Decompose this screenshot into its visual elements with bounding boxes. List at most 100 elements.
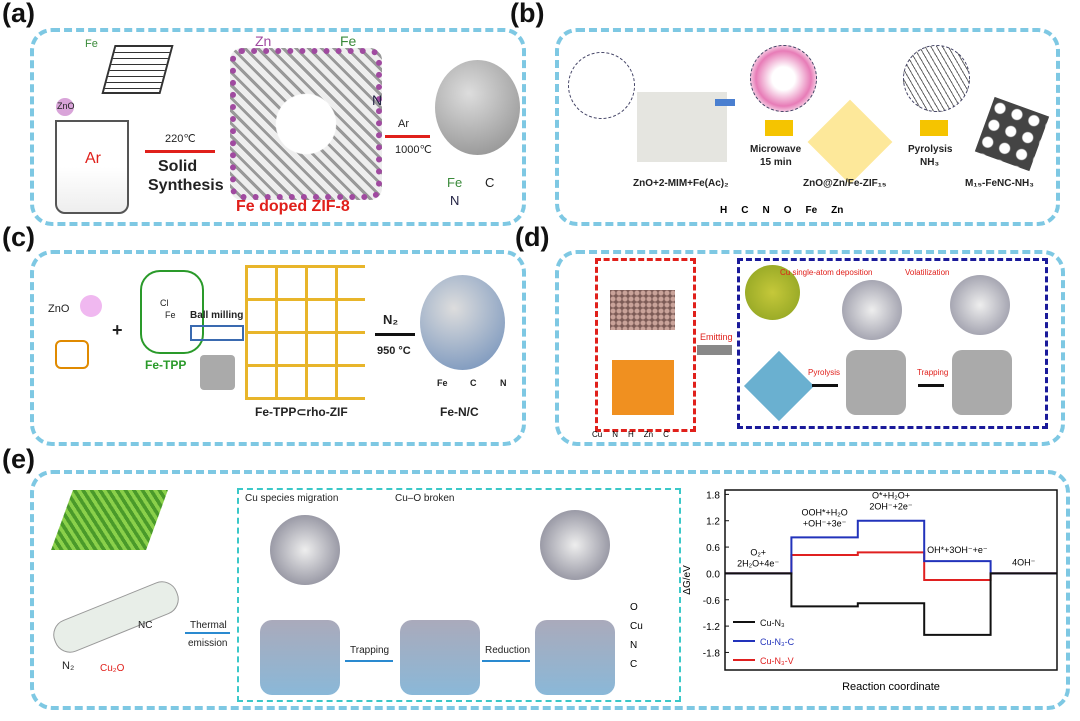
legend-fe: Fe	[447, 175, 463, 190]
legend-c: C	[485, 175, 495, 190]
legend-c: C	[741, 205, 749, 216]
ar-text: Ar	[85, 150, 101, 167]
pyrolysis-label: Pyrolysis	[808, 368, 841, 377]
panel-c-label: (c)	[2, 222, 35, 252]
legend-c: C	[630, 659, 638, 670]
fe-tpp-rho-zif-label: Fe-TPP⊂rho-ZIF	[255, 405, 348, 419]
legend-cu: Cu	[630, 621, 643, 632]
temperature-950: 950 °C	[377, 345, 411, 357]
step-label: +OH⁻+3e⁻	[803, 518, 847, 528]
y-tick-label: 1.8	[706, 490, 720, 501]
rho-zif-framework-image	[245, 265, 365, 400]
gray-arrow-icon	[697, 345, 732, 355]
y-axis-label: ΔG/eV	[682, 565, 693, 595]
legend-h: H	[720, 205, 728, 216]
hollow-arrow-icon	[190, 325, 244, 341]
fe-doped-zif8-title: Fe doped ZIF-8	[236, 198, 350, 215]
nc-polyhedron-image	[846, 350, 906, 415]
legend-zn: Zn	[831, 205, 844, 216]
solid-synthesis-line2: Synthesis	[148, 177, 224, 194]
microwave-control-icon	[715, 99, 735, 106]
panel-e	[30, 470, 1070, 710]
panel-a-label: (a)	[2, 0, 35, 28]
blue-arrow-icon	[185, 632, 230, 634]
panel-d-label: (d)	[515, 222, 550, 252]
carbon-cage-image	[842, 280, 902, 340]
imidazole-image	[55, 340, 89, 369]
element-legend: O Cu N C	[630, 598, 643, 674]
legend-n: N	[450, 193, 460, 208]
y-tick-label: 0.6	[706, 543, 720, 554]
carbon-cage-image	[540, 510, 610, 580]
legend-zn: Zn	[643, 430, 654, 439]
n2-label: N₂	[383, 312, 399, 327]
emission-label: emission	[188, 638, 228, 649]
yellow-arrow-icon	[920, 120, 948, 136]
zif8-framework-image	[230, 48, 382, 200]
fe-tpp-molecule-image	[140, 270, 204, 354]
series-line	[725, 519, 1057, 575]
legend-h: H	[628, 430, 634, 439]
arrow-icon	[145, 150, 215, 153]
panel-e-label: (e)	[2, 444, 35, 474]
legend-n: N	[630, 640, 638, 651]
n-text: N	[372, 92, 383, 108]
arrow-icon	[375, 333, 415, 336]
zno-ball	[56, 98, 74, 116]
legend-n: N	[762, 205, 770, 216]
panel-b-label: (b)	[510, 0, 545, 28]
jar-icon	[55, 120, 129, 214]
element-legend: H C N O Fe Zn	[720, 205, 843, 216]
y-tick-label: 1.2	[706, 517, 720, 528]
x-axis-label: Reaction coordinate	[842, 681, 940, 693]
fe-text: Fe	[165, 310, 176, 320]
fe-nc-label: Fe-N/C	[440, 405, 479, 419]
step-label: OOH*+H₂O	[801, 507, 847, 517]
n2-label: N₂	[62, 660, 75, 672]
zno-text: ZnO	[57, 101, 75, 111]
zno-ball	[80, 295, 102, 317]
cu-o-broken-label: Cu–O broken	[395, 493, 455, 504]
fe-nc-particle-image	[435, 60, 520, 155]
step-label: OH*+3OH⁻+e⁻	[927, 545, 988, 555]
legend-n: N	[612, 430, 619, 439]
step1-label: ZnO+2-MIM+Fe(Ac)₂	[633, 178, 729, 189]
step-label: 4OH⁻	[1012, 557, 1036, 567]
step-label: O₂+	[750, 547, 766, 557]
y-tick-label: -0.6	[703, 596, 721, 607]
legend-label: Cu-N₃-C	[760, 637, 795, 647]
temperature-1000: 1000℃	[395, 144, 432, 156]
arrow-icon	[812, 384, 838, 387]
step3-label: M₁₅-FeNC-NH₃	[965, 178, 1034, 189]
blue-arrow-icon	[482, 660, 530, 662]
polyhedron-image	[535, 620, 615, 695]
cu-nc-polyhedron-image	[952, 350, 1012, 415]
reduction-label: Reduction	[485, 645, 531, 656]
carbon-cage-image	[270, 515, 340, 585]
step-label: 2H₂O+4e⁻	[737, 558, 779, 568]
zno-text: ZnO	[48, 303, 70, 315]
arrow-icon	[918, 384, 944, 387]
zn-text: Zn	[255, 33, 272, 49]
legend-o: O	[630, 602, 638, 613]
volatilization-label: Volatilization	[905, 268, 950, 277]
solid-synthesis-line1: Solid	[158, 158, 198, 175]
legend-fe: Fe	[437, 378, 448, 388]
fe-nc-particle-image	[420, 275, 505, 370]
step-label: 2OH⁻+2e⁻	[869, 502, 913, 512]
polyhedron-image	[400, 620, 480, 695]
blue-dashed-box	[737, 258, 1048, 429]
plus-sign: +	[112, 320, 123, 340]
series-line	[725, 572, 1057, 636]
cu-foil-image	[610, 290, 675, 330]
legend-n: N	[500, 378, 507, 388]
y-tick-label: 0.0	[706, 569, 720, 580]
cu2o-label: Cu₂O	[100, 663, 125, 674]
carbon-cage-image	[950, 275, 1010, 335]
legend-cu: Cu	[592, 430, 603, 439]
nh3-label: NH₃	[920, 157, 940, 168]
zif-particle-image	[745, 265, 800, 320]
precursor-zoom-circle	[568, 52, 635, 119]
polyhedron-image	[260, 620, 340, 695]
